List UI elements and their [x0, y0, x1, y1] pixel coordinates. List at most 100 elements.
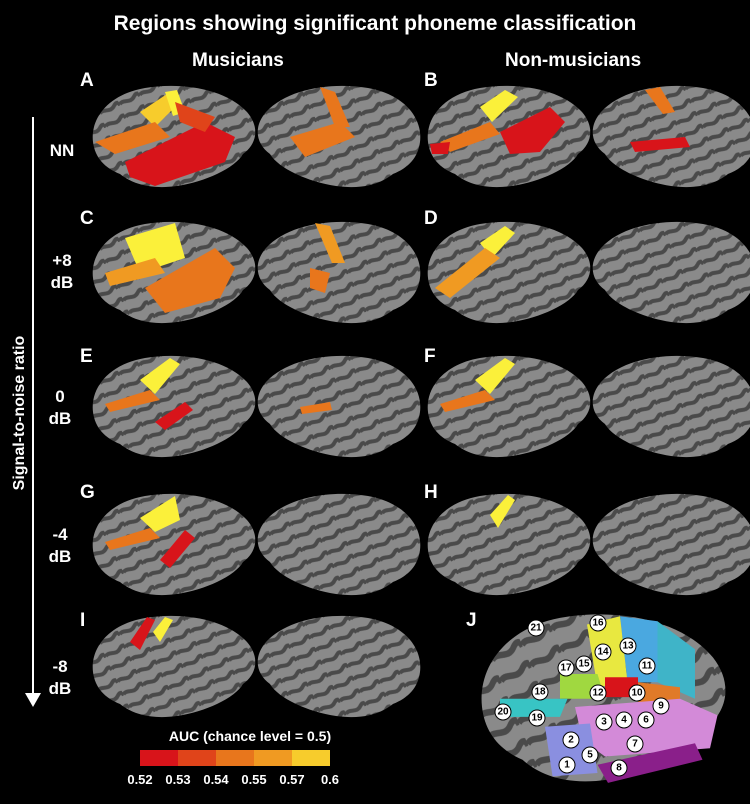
region-number-15: 15 [578, 659, 590, 670]
activation-region [105, 528, 160, 550]
row-label-plus8: +8 dB [38, 250, 86, 294]
panel-letter-d: D [424, 208, 438, 229]
activation-region [480, 90, 518, 122]
row-label-nn: NN [38, 140, 86, 162]
activation-region [440, 122, 500, 152]
brain-f-right [592, 355, 750, 458]
region-marker-5 [581, 746, 599, 764]
brain-h-left [427, 493, 591, 596]
panel-letter-h: H [424, 482, 438, 503]
activation-region [105, 390, 160, 412]
colorbar-tick-label: 0.54 [203, 772, 229, 787]
activation-region [140, 358, 180, 394]
column-header-musicians: Musicians [192, 50, 284, 71]
activation-region [290, 122, 355, 157]
brain-c-left [92, 221, 256, 324]
colorbar-swatch [140, 750, 178, 766]
region-marker-11 [638, 657, 656, 675]
region-number-7: 7 [632, 739, 638, 750]
panel-letter-a: A [80, 70, 94, 91]
parcel-region [500, 698, 568, 717]
activation-region [130, 617, 155, 650]
region-number-18: 18 [534, 687, 546, 698]
region-marker-19 [528, 709, 546, 727]
region-marker-9 [652, 697, 670, 715]
brain-c-right [257, 221, 421, 324]
colorbar-tick-label: 0.6 [320, 772, 340, 787]
brain-h-right [592, 493, 750, 596]
activation-region [155, 402, 193, 430]
brain-e-right [257, 355, 421, 458]
panel-letter-j: J [466, 610, 477, 631]
activation-region [480, 226, 515, 258]
brain-a-right [257, 85, 421, 188]
brain-i-right [257, 615, 421, 718]
panel-letter-i: I [80, 610, 86, 631]
brain-a-left [92, 85, 256, 188]
activation-region [125, 122, 235, 186]
region-marker-17 [557, 659, 575, 677]
row-label-line1: -4 [52, 525, 68, 544]
activation-region [435, 248, 500, 298]
activation-region [145, 248, 235, 313]
brain-b-left [427, 85, 591, 188]
colorbar-tick-label: 0.57 [279, 772, 305, 787]
region-number-6: 6 [643, 715, 649, 726]
activation-region [160, 530, 195, 568]
panel-letter-b: B [424, 70, 438, 91]
region-number-2: 2 [568, 735, 574, 746]
row-label-line1: 0 [55, 387, 65, 406]
row-label-minus8: -8 dB [36, 656, 84, 700]
region-marker-12 [589, 684, 607, 702]
colorbar-swatch [292, 750, 330, 766]
brain-i-left [92, 615, 256, 718]
region-marker-6 [637, 711, 655, 729]
row-label-line2: dB [48, 679, 72, 698]
brain-f-left [427, 355, 591, 458]
colorbar-title: AUC (chance level = 0.5) [168, 728, 332, 744]
row-label-line1: NN [49, 141, 75, 160]
parcel-region [657, 621, 695, 699]
region-marker-1 [558, 756, 576, 774]
region-number-9: 9 [658, 701, 664, 712]
activation-region [175, 102, 215, 132]
region-number-4: 4 [621, 715, 627, 726]
region-number-20: 20 [497, 707, 509, 718]
activation-region [140, 496, 180, 532]
parcel-region [545, 723, 598, 777]
region-number-11: 11 [642, 661, 653, 672]
row-label-line2: dB [48, 409, 72, 428]
region-marker-4 [615, 711, 633, 729]
region-number-21: 21 [530, 623, 542, 634]
region-number-1: 1 [564, 760, 570, 771]
region-marker-14 [594, 643, 612, 661]
figure-title: Regions showing significant phoneme clas… [113, 12, 637, 35]
activation-region [430, 142, 450, 154]
brain-b-right [592, 85, 750, 188]
panel-letter-g: G [80, 482, 95, 503]
activation-region [310, 268, 330, 293]
activation-region [105, 258, 165, 286]
activation-region [490, 495, 515, 528]
panel-letter-c: C [80, 208, 94, 229]
activation-region [300, 402, 332, 414]
brain-g-right [257, 493, 421, 596]
activation-region [645, 87, 675, 114]
activation-region [320, 87, 350, 127]
region-number-19: 19 [531, 713, 543, 724]
colorbar-swatch [216, 750, 254, 766]
activation-region [125, 223, 185, 273]
panel-j-number-markers: 1 2 3 4 5 6 7 8 9 10 11 12 13 14 15 16 1… [494, 614, 670, 777]
snr-axis-arrow [32, 117, 34, 697]
region-marker-20 [494, 703, 512, 721]
activation-region [475, 358, 515, 394]
region-marker-2 [562, 731, 580, 749]
colorbar-tick-label: 0.52 [127, 772, 153, 787]
row-label-line2: dB [48, 547, 72, 566]
activation-region [630, 137, 690, 152]
activation-region [315, 223, 345, 263]
snr-axis-arrowhead [25, 693, 41, 707]
panel-letter-e: E [80, 346, 93, 367]
row-label-line1: -8 [52, 657, 68, 676]
